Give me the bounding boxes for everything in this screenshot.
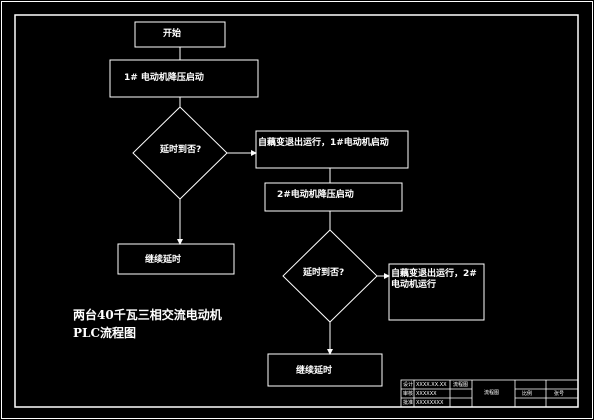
drawing-title-line2: PLC流程图	[73, 326, 137, 340]
continue2-box	[267, 353, 383, 387]
drawing-title: 两台40千瓦三相交流电动机 PLC流程图	[73, 306, 222, 342]
title-block	[400, 379, 579, 408]
tb-review-value: XXXXXX	[416, 391, 437, 397]
continue2-label: 继续延时	[296, 366, 333, 376]
tb-sheet-label: 张号	[554, 391, 565, 397]
decision2-label: 延时到否?	[303, 268, 345, 278]
tb-review-label: 审核	[403, 391, 414, 397]
tb-ratio-label: 比例	[522, 391, 533, 397]
drawing-title-line1: 两台40千瓦三相交流电动机	[73, 308, 222, 322]
tb-design-label: 设计	[403, 382, 414, 388]
continue1-label: 继续延时	[145, 255, 182, 265]
motor2-start-label: 2#电动机降压启动	[277, 190, 354, 200]
tb-design-extra: 流程图	[453, 382, 469, 388]
tb-approve-label: 批准	[403, 400, 414, 406]
tb-design-value: XXXX.XX.XX	[416, 382, 447, 388]
motor1-start-label: 1# 电动机降压启动	[124, 73, 204, 83]
motor2-start-box	[264, 182, 403, 212]
tb-drawing-name: 流程图	[484, 390, 500, 396]
tb-approve-value: XXXXXXXX	[416, 400, 444, 406]
action2-label: 自藕变退出运行，2#电动机运行	[391, 269, 477, 290]
action1-label: 自藕变退出运行，1#电动机启动	[258, 138, 389, 148]
decision1-label: 延时到否?	[160, 145, 202, 155]
inner-border	[14, 14, 579, 408]
action2-box	[388, 263, 485, 321]
action1-box	[255, 130, 409, 169]
motor1-start-box	[109, 59, 259, 98]
continue1-box	[117, 243, 235, 275]
start-label: 开始	[163, 29, 182, 39]
